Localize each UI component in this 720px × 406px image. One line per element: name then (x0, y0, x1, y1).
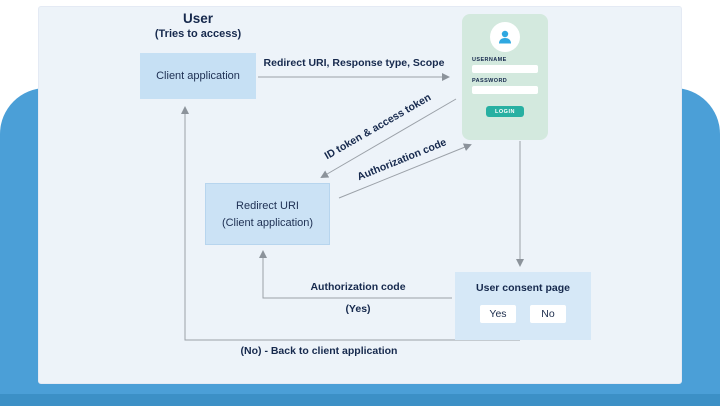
yes-note: (Yes) (345, 303, 371, 315)
redirect-uri-label: Redirect URI (236, 199, 299, 212)
password-input[interactable] (472, 86, 538, 94)
client-application-node: Client application (140, 53, 256, 99)
client-application-label: Client application (156, 70, 240, 82)
authorization-code-label: Authorization code (310, 281, 406, 293)
consent-no-arrow (181, 106, 520, 341)
redirect-uri-node: Redirect URI (Client application) (205, 183, 330, 245)
device-base (0, 394, 720, 406)
user-subtitle: (Tries to access) (154, 28, 242, 40)
login-card: USERNAME PASSWORD LOGIN (462, 14, 548, 140)
consent-actions: Yes No (480, 305, 566, 323)
consent-yes-arrow (259, 250, 452, 299)
user-consent-node: User consent page Yes No (455, 272, 591, 340)
username-label: USERNAME (472, 57, 507, 63)
username-input[interactable] (472, 65, 538, 73)
yes-button[interactable]: Yes (480, 305, 516, 323)
no-back-label: (No) - Back to client application (240, 345, 398, 357)
redirect-uri-sublabel: (Client application) (221, 216, 314, 229)
id-token-arrow (320, 98, 457, 179)
consent-title: User consent page (476, 282, 570, 294)
person-icon (499, 30, 511, 44)
no-button[interactable]: No (530, 305, 566, 323)
user-avatar-icon (490, 22, 520, 52)
login-button[interactable]: LOGIN (486, 106, 524, 117)
auth-code-arrow-up (338, 143, 472, 199)
request-arrow-label: Redirect URI, Response type, Scope (263, 57, 445, 69)
password-label: PASSWORD (472, 78, 508, 84)
user-title: User (182, 11, 214, 26)
